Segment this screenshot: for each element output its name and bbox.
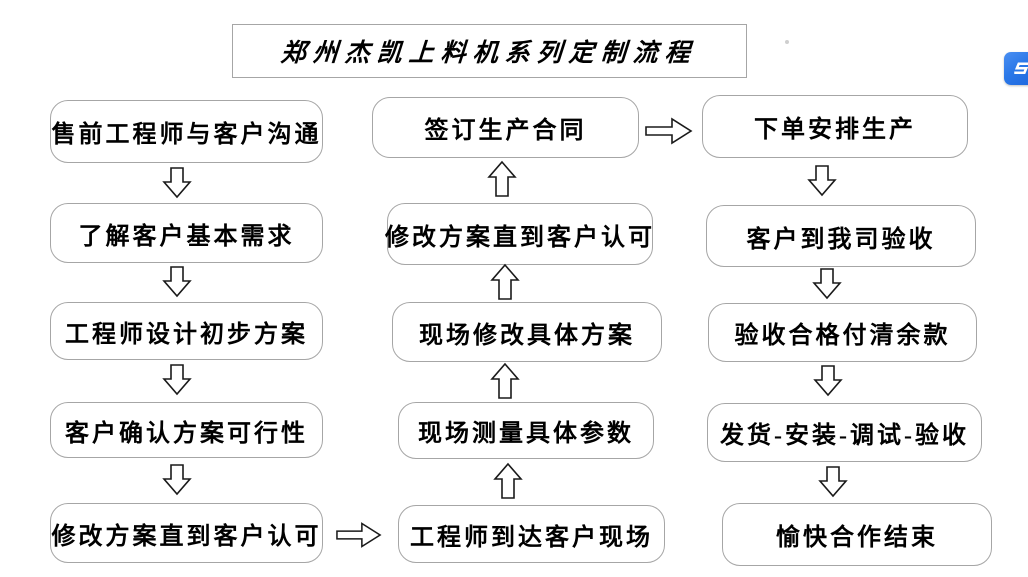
block-arrow-down-icon: [807, 165, 837, 197]
s-logo-icon[interactable]: [1004, 52, 1028, 85]
block-arrow-up-icon: [490, 263, 520, 301]
flow-box-middle-1: 签订生产合同: [372, 97, 639, 158]
flow-box-middle-4: 现场测量具体参数: [398, 402, 654, 459]
flow-box-label: 现场修改具体方案: [419, 322, 635, 349]
block-arrow-up-icon: [487, 160, 517, 198]
flow-box-right-5: 愉快合作结束: [722, 503, 992, 566]
block-arrow-up-icon: [490, 362, 520, 400]
flow-box-right-2: 客户到我司验收: [706, 205, 976, 267]
s-glyph: [1014, 61, 1028, 74]
flow-box-left-2: 了解客户基本需求: [50, 203, 323, 263]
flow-box-label: 修改方案直到客户认可: [51, 523, 322, 550]
flow-box-left-4: 客户确认方案可行性: [50, 402, 323, 458]
block-arrow-down-icon: [812, 268, 842, 300]
flow-box-label: 了解客户基本需求: [78, 223, 295, 250]
flowchart-title-box: 郑州杰凯上料机系列定制流程: [232, 24, 747, 78]
flow-box-label: 验收合格付清余款: [734, 323, 951, 349]
flow-box-middle-2: 修改方案直到客户认可: [385, 203, 655, 265]
flow-box-label: 签订生产合同: [424, 118, 587, 144]
block-arrow-down-icon: [818, 466, 848, 498]
flow-box-label: 现场测量具体参数: [418, 421, 634, 447]
flow-box-label: 修改方案直到客户认可: [385, 224, 655, 251]
block-arrow-down-icon: [162, 464, 192, 496]
block-arrow-right-icon: [644, 117, 694, 145]
block-arrow-down-icon: [162, 167, 192, 199]
flow-box-middle-5: 工程师到达客户现场: [398, 505, 665, 563]
flow-box-label: 下单安排生产: [754, 117, 916, 143]
flow-box-label: 售前工程师与客户沟通: [51, 122, 322, 148]
flow-box-right-3: 验收合格付清余款: [708, 303, 977, 362]
flow-box-right-1: 下单安排生产: [702, 95, 968, 158]
flow-box-label: 工程师到达客户现场: [410, 524, 653, 551]
flow-box-left-3: 工程师设计初步方案: [50, 302, 323, 360]
block-arrow-down-icon: [813, 365, 843, 397]
block-arrow-down-icon: [162, 364, 192, 396]
flow-box-middle-3: 现场修改具体方案: [392, 302, 662, 362]
speck-artifact: [785, 40, 789, 44]
flow-box-label: 愉快合作结束: [776, 525, 938, 551]
flow-box-right-4: 发货-安装-调试-验收: [707, 403, 982, 462]
flowchart-title: 郑州杰凯上料机系列定制流程: [280, 40, 699, 67]
block-arrow-right-icon: [336, 521, 382, 549]
block-arrow-down-icon: [162, 266, 192, 298]
flow-box-left-1: 售前工程师与客户沟通: [50, 100, 323, 163]
flow-box-label: 工程师设计初步方案: [65, 321, 308, 348]
flow-box-label: 发货-安装-调试-验收: [720, 423, 969, 449]
block-arrow-up-icon: [493, 462, 523, 500]
flow-box-label: 客户到我司验收: [746, 226, 936, 253]
flow-box-left-5: 修改方案直到客户认可: [50, 503, 323, 563]
flow-box-label: 客户确认方案可行性: [65, 420, 308, 447]
